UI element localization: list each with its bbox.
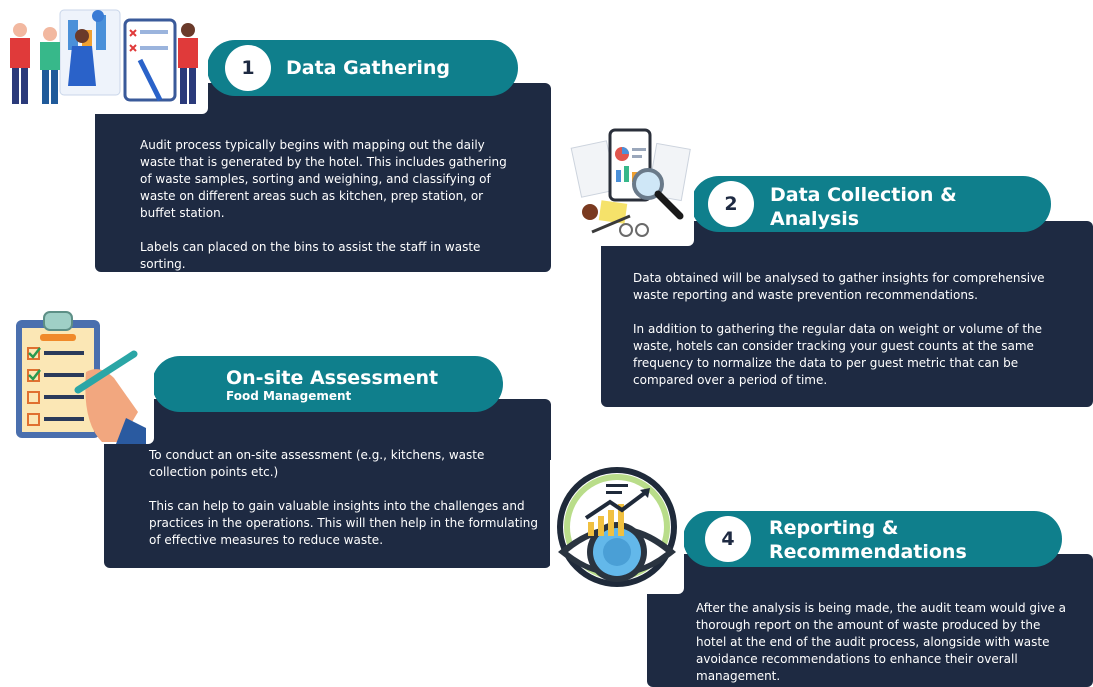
step-4-title-line-2: Recommendations <box>769 541 967 563</box>
step-4-panel: After the analysis is being made, the au… <box>647 554 1093 687</box>
step-4-header: 4 Reporting & Recommendations <box>683 511 1062 567</box>
step-2-panel: Data obtained will be analysed to gather… <box>601 221 1093 407</box>
step-1-header: 1 Data Gathering <box>207 40 518 96</box>
step-2-number: 2 <box>708 181 754 227</box>
step-4-title-line-1: Reporting & <box>769 517 899 539</box>
step-3-title: On-site Assessment <box>226 367 439 389</box>
step-3-paragraph-1: To conduct an on-site assessment (e.g., … <box>149 448 485 479</box>
step-3-paragraph-2: This can help to gain valuable insights … <box>149 499 538 547</box>
eye-insight-icon <box>550 460 684 594</box>
step-2-title-line-2: Analysis <box>770 208 860 230</box>
clipboard-checklist-icon <box>6 302 154 444</box>
step-1-number: 1 <box>225 45 271 91</box>
step-3-panel: To conduct an on-site assessment (e.g., … <box>104 399 551 568</box>
step-3-header: On-site Assessment Food Management <box>152 356 503 412</box>
step-2-paragraph-1: Data obtained will be analysed to gather… <box>633 271 1045 302</box>
step-2-title-line-1: Data Collection & <box>770 184 957 206</box>
step-2-header: 2 Data Collection & Analysis <box>691 176 1051 232</box>
step-1-paragraph-2: Labels can placed on the bins to assist … <box>140 240 481 271</box>
team-analytics-icon <box>0 0 208 114</box>
report-magnifier-icon <box>570 122 694 246</box>
step-1-title: Data Gathering <box>286 57 451 79</box>
step-1-paragraph-1: Audit process typically begins with mapp… <box>140 138 507 220</box>
step-4-paragraph-1: After the analysis is being made, the au… <box>696 601 1066 683</box>
step-3-subtitle: Food Management <box>226 389 352 403</box>
step-1-panel: Audit process typically begins with mapp… <box>95 83 551 272</box>
step-4-number: 4 <box>705 516 751 562</box>
step-2-paragraph-2: In addition to gathering the regular dat… <box>633 322 1043 387</box>
